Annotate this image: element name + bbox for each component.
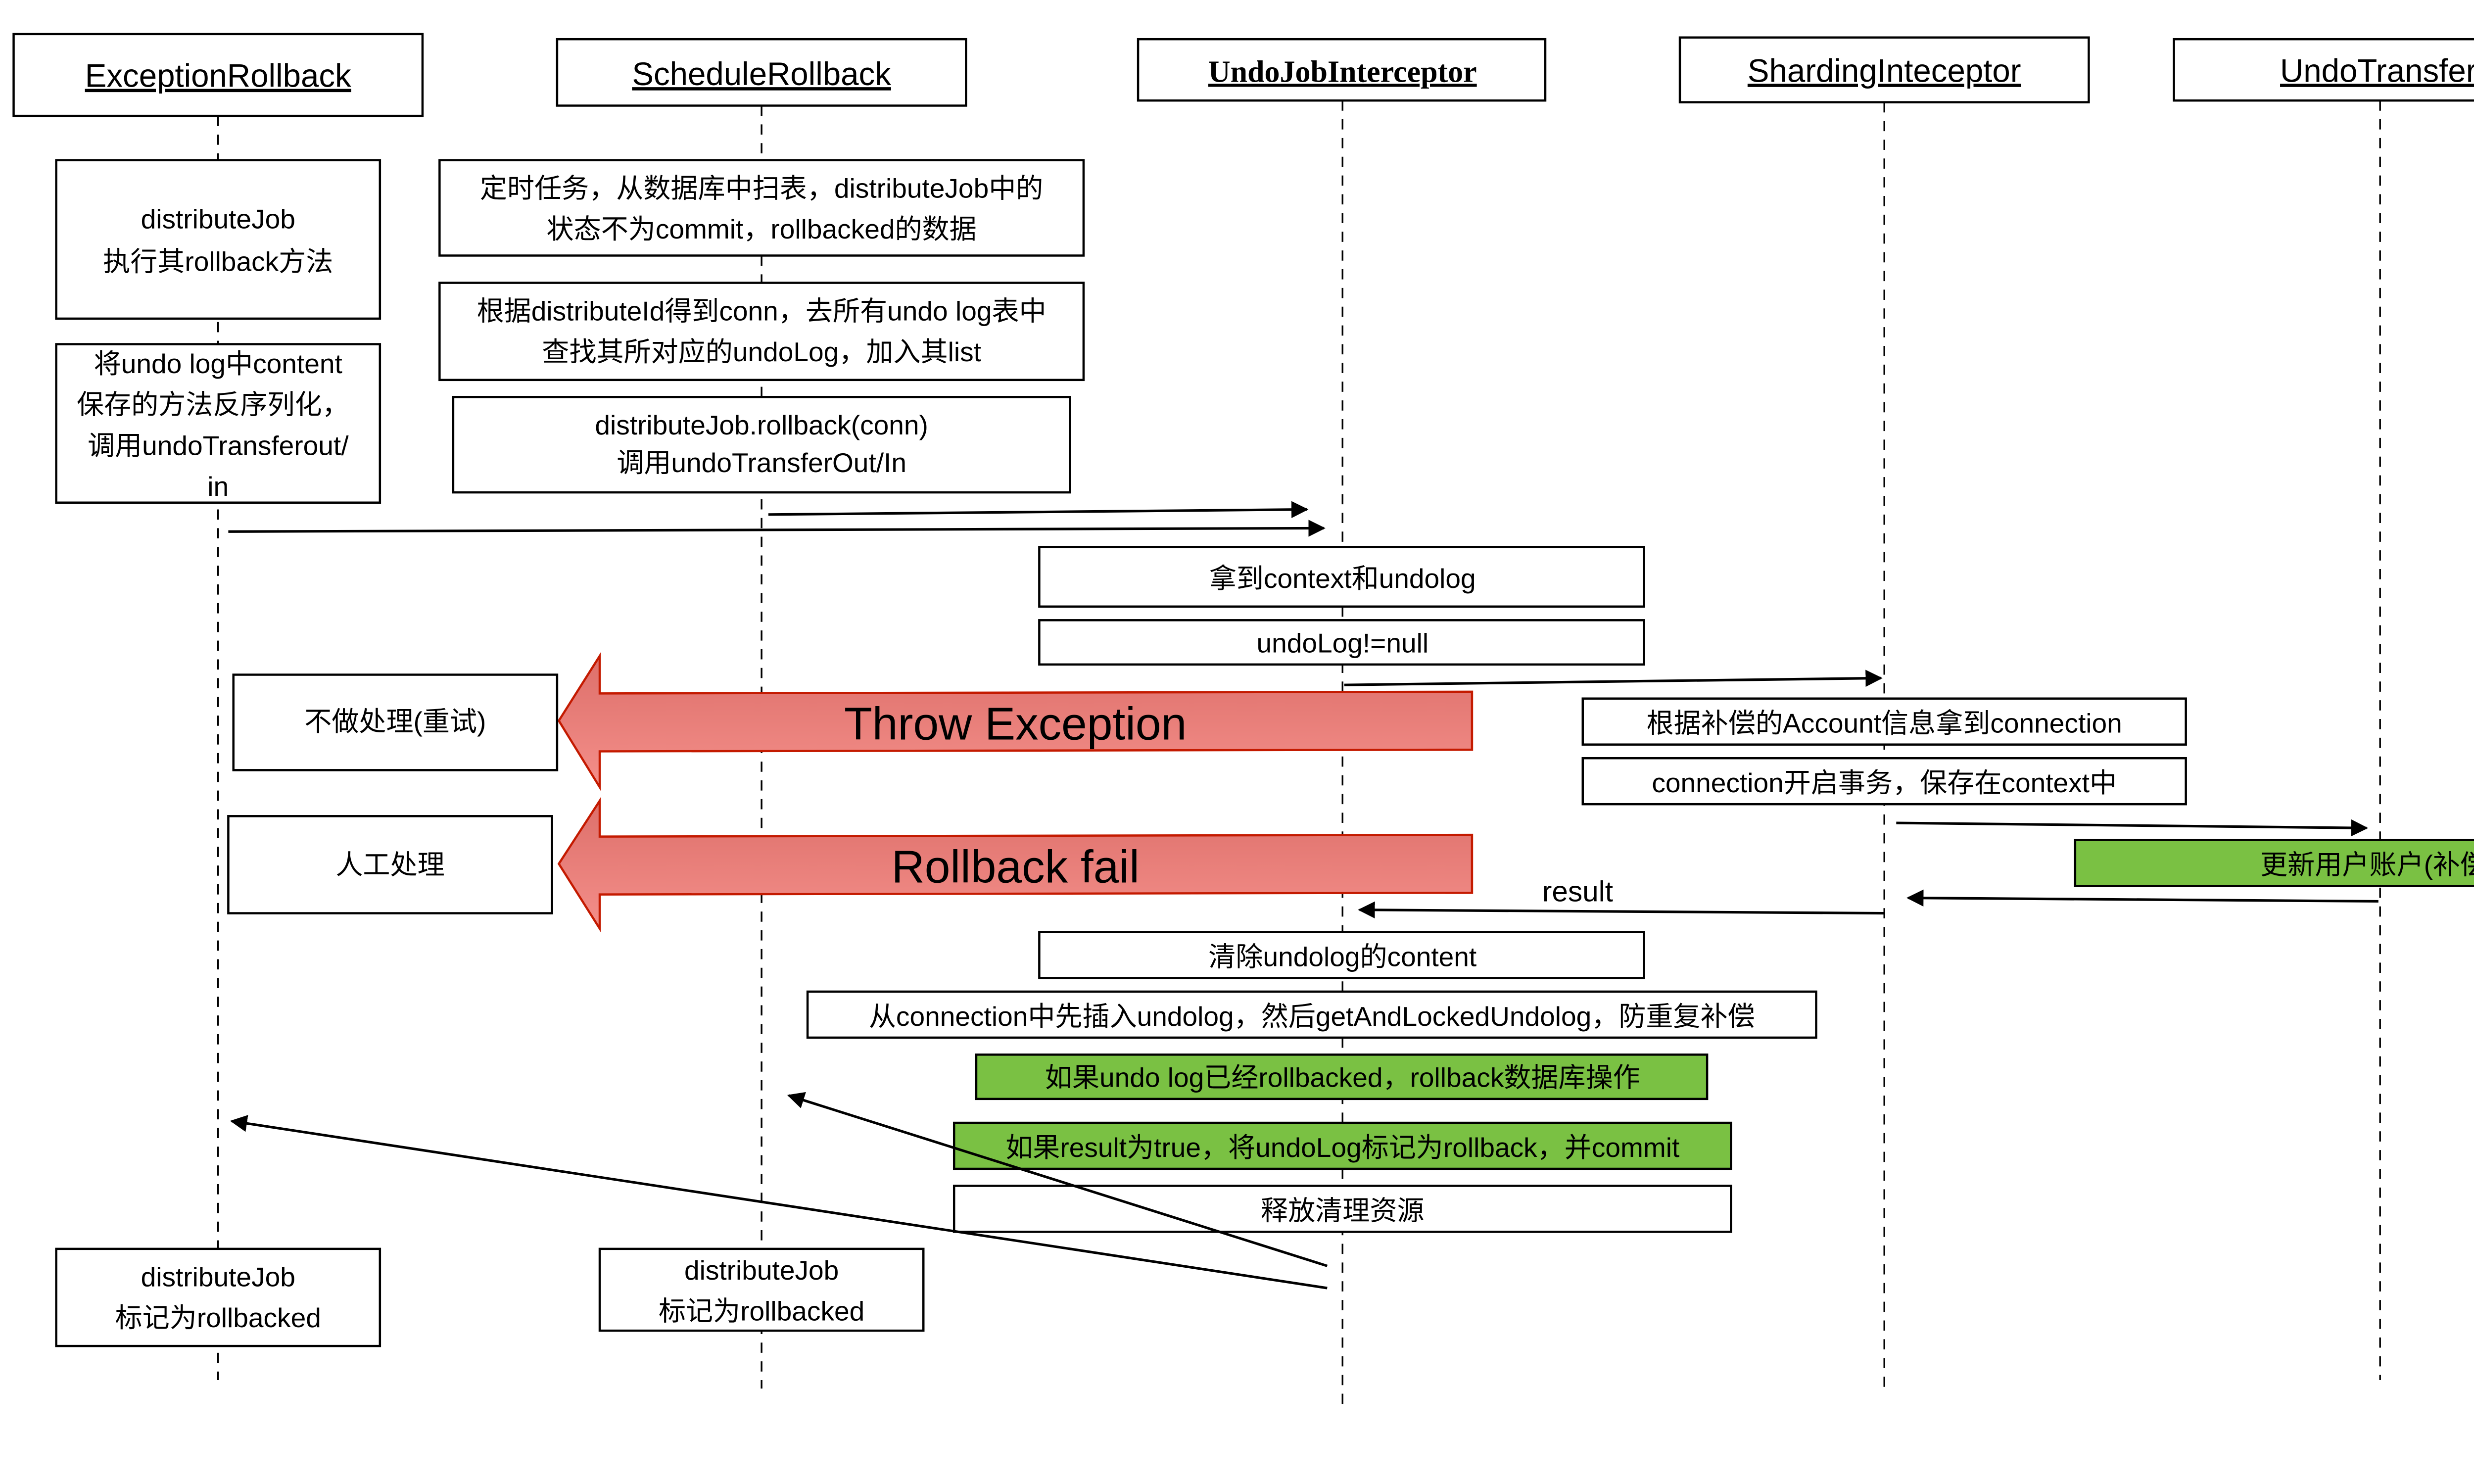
note-uji-get-context: 拿到context和undolog [1038,546,1645,608]
svg-text:标记为rollbacked: 标记为rollbacked [115,1302,321,1333]
svg-text:执行其rollback方法: 执行其rollback方法 [103,246,333,277]
note-uji-if-rollbacked: 如果undo log已经rollbacked，rollback数据库操作 [975,1053,1709,1101]
participant-label: ScheduleRollback [632,56,891,92]
big-arrow-throw-exception: Throw Exception [557,652,1474,791]
svg-text:in: in [207,471,229,502]
svg-text:不做处理(重试): 不做处理(重试) [304,706,486,737]
note-er-deserialize: 将undo log中content 保存的方法反序列化， 调用undoTrans… [55,343,381,504]
note-uji-check-null: undoLog!=null [1038,619,1645,666]
note-ut-update-account: 更新用户账户(补偿) [2074,839,2474,887]
svg-text:更新用户账户(补偿): 更新用户账户(补偿) [2260,849,2474,880]
note-sr-find-undolog: 根据distributeId得到conn，去所有undo log表中 查找其所对… [438,282,1085,382]
svg-text:定时任务，从数据库中扫表，distributeJob中的: 定时任务，从数据库中扫表，distributeJob中的 [480,173,1043,203]
svg-text:根据distributeId得到conn，去所有undo l: 根据distributeId得到conn，去所有undo log表中 [477,295,1047,326]
note-er-no-handle-retry: 不做处理(重试) [232,673,559,771]
participant-label: UndoJobInterceptor [1208,55,1477,89]
note-sr-mark-rollbacked: distributeJob 标记为rollbacked [598,1247,925,1332]
svg-text:状态不为commit，rollbacked的数据: 状态不为commit，rollbacked的数据 [547,214,977,244]
message-uji-to-sr-final [787,1092,1328,1267]
message-undo-transfer-return [1906,889,2379,907]
svg-text:标记为rollbacked: 标记为rollbacked [659,1295,864,1326]
participant-label: ShardingInteceptor [1748,52,2021,89]
svg-text:人工处理: 人工处理 [335,849,444,880]
message-er-to-uji [228,520,1326,537]
svg-text:从connection中先插入undolog，然后getAn: 从connection中先插入undolog，然后getAndLockedUnd… [869,1001,1755,1032]
svg-text:查找其所对应的undoLog，加入其list: 查找其所对应的undoLog，加入其list [542,336,981,367]
svg-text:undoLog!=null: undoLog!=null [1256,628,1428,659]
svg-text:将undo log中content: 将undo log中content [94,348,342,379]
note-sr-rollback-call: distributeJob.rollback(conn) 调用undoTrans… [452,396,1071,494]
note-si-get-connection: 根据补偿的Account信息拿到connection [1581,697,2187,746]
result-label: result [1542,875,1613,908]
big-arrow-rollback-fail: Rollback fail [557,797,1474,933]
participant-schedule-rollback[interactable]: ScheduleRollback [556,38,967,107]
note-uji-insert-lock: 从connection中先插入undolog，然后getAndLockedUnd… [806,990,1817,1039]
message-sharding-to-undo-transfer [1896,819,2369,837]
svg-text:distributeJob.rollback(conn): distributeJob.rollback(conn) [595,410,928,440]
participant-exception-rollback[interactable]: ExceptionRollback [12,33,424,117]
svg-text:根据补偿的Account信息拿到connection: 根据补偿的Account信息拿到connection [1647,708,2122,739]
svg-text:Rollback fail: Rollback fail [892,841,1140,893]
message-sr-to-uji [768,501,1309,519]
svg-text:释放清理资源: 释放清理资源 [1261,1195,1424,1226]
message-uji-to-sharding [1344,670,1883,687]
note-er-execute: distributeJob 执行其rollback方法 [55,159,381,320]
svg-text:distributeJob: distributeJob [684,1255,839,1286]
svg-text:connection开启事务，保存在context中: connection开启事务，保存在context中 [1652,767,2117,798]
svg-text:如果undo log已经rollbacked，rollbac: 如果undo log已经rollbacked，rollback数据库操作 [1045,1062,1640,1093]
note-sr-schedule: 定时任务，从数据库中扫表，distributeJob中的 状态不为commit，… [438,159,1085,257]
note-uji-clear-content: 清除undolog的content [1038,931,1645,979]
note-er-mark-rollbacked: distributeJob 标记为rollbacked [55,1247,381,1347]
note-uji-release: 释放清理资源 [952,1185,1732,1233]
note-si-begin-tx: connection开启事务，保存在context中 [1581,757,2187,806]
message-uji-to-er-final [230,1115,1328,1290]
note-er-manual-handle: 人工处理 [227,815,553,914]
participant-undo-job-interceptor[interactable]: UndoJobInterceptor [1137,38,1547,102]
svg-text:Throw Exception: Throw Exception [844,698,1187,749]
participant-label: ExceptionRollback [85,58,351,94]
participant-undo-transfer[interactable]: UndoTransfer [2173,38,2474,102]
svg-text:如果result为true，将undoLog标记为rollb: 如果result为true，将undoLog标记为rollback，并commi… [1005,1132,1679,1163]
participant-sharding-interceptor[interactable]: ShardingInteceptor [1678,36,2090,103]
svg-text:拿到context和undolog: 拿到context和undolog [1209,563,1476,594]
message-result-return [1358,901,1885,919]
svg-text:distributeJob: distributeJob [141,1262,295,1293]
svg-text:清除undolog的content: 清除undolog的content [1208,941,1476,972]
svg-text:调用undoTransferout/: 调用undoTransferout/ [88,430,349,461]
svg-text:保存的方法反序列化，: 保存的方法反序列化， [77,389,349,420]
note-uji-if-result-true: 如果result为true，将undoLog标记为rollback，并commi… [952,1121,1732,1170]
participant-label: UndoTransfer [2280,52,2474,89]
svg-text:调用undoTransferOut/In: 调用undoTransferOut/In [617,447,906,478]
svg-text:distributeJob: distributeJob [141,203,295,234]
